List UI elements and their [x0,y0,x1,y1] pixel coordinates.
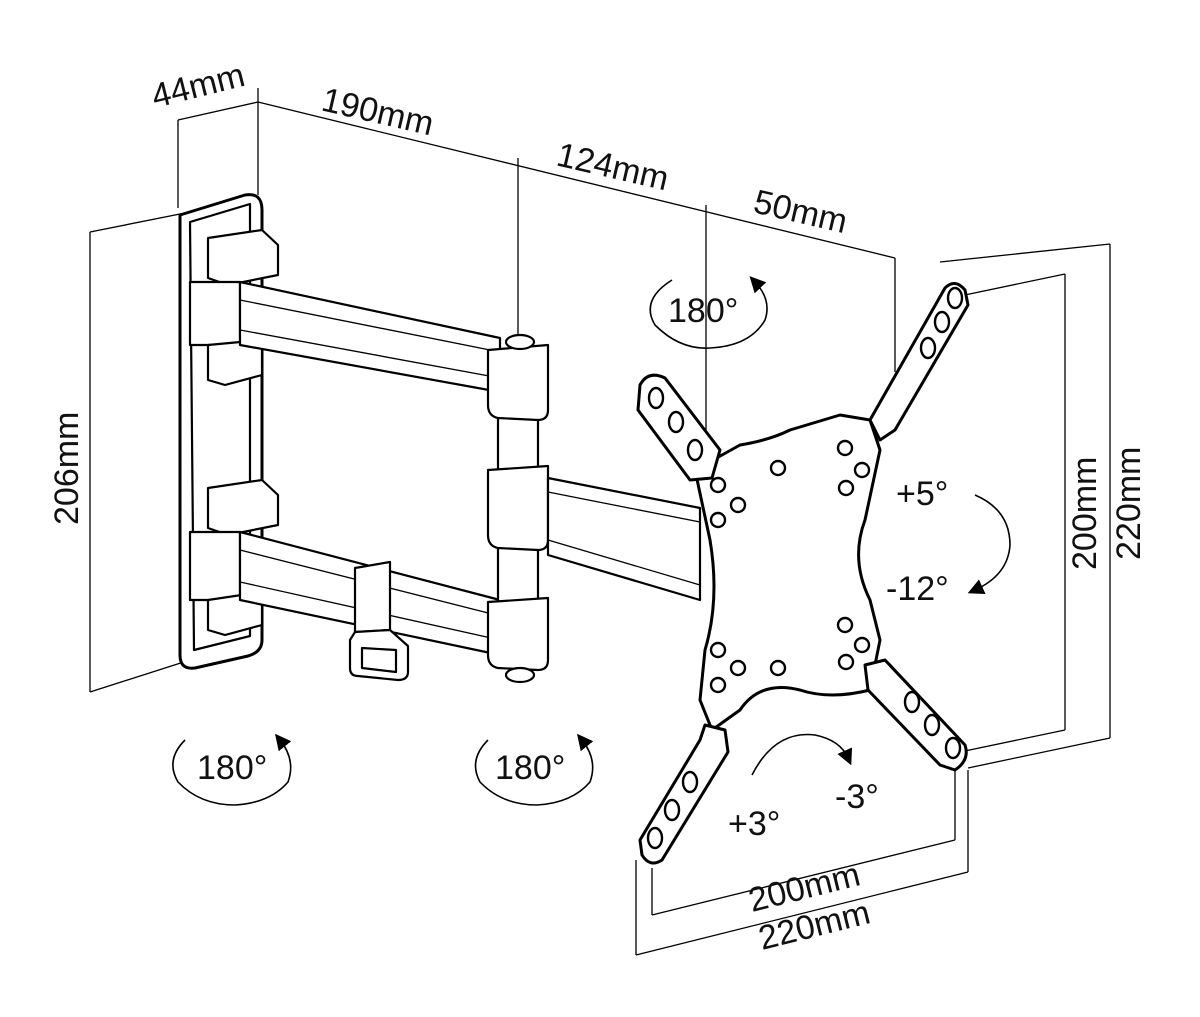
label-arm-swivel: 180° [495,749,565,787]
arm-second [546,476,702,602]
label-arm-third: 50mm [750,183,851,241]
label-height-plate: 206mm [48,412,86,525]
label-depth-plate: 44mm [148,56,249,116]
vesa-plate [636,282,970,865]
label-vesa-inner-v: 200mm [1066,457,1104,570]
label-arm-first: 190mm [318,81,437,144]
arm-upper [238,280,502,394]
label-level-plus: +3° [728,805,780,843]
label-level-minus: -3° [835,778,879,816]
label-tilt-up: +5° [896,475,948,513]
dimension-lines [89,88,1111,956]
label-top-swivel: 180° [668,292,738,330]
label-vesa-outer-v: 220mm [1110,447,1148,560]
arm-joint-pivot [486,333,550,684]
arm-lower [238,530,502,682]
label-wall-swivel: 180° [197,749,267,787]
label-tilt-down: -12° [886,570,949,608]
rotation-arcs [172,276,1011,806]
